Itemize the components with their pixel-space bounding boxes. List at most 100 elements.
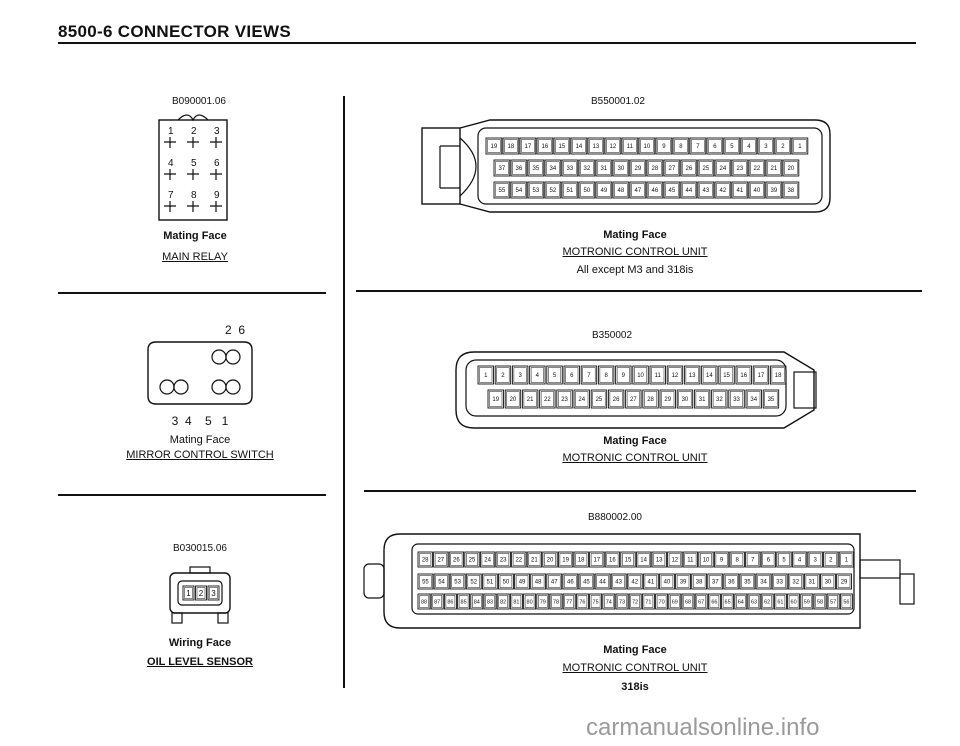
svg-text:2: 2 <box>829 558 833 564</box>
svg-text:25: 25 <box>596 397 603 403</box>
relay-pin-7 <box>164 201 176 212</box>
pin-72: 72 <box>628 593 642 610</box>
pin-9: 9 <box>655 137 673 155</box>
pin-51: 51 <box>481 573 498 590</box>
pin-70: 70 <box>655 593 669 610</box>
pin-88: 88 <box>417 593 431 610</box>
svg-text:4: 4 <box>747 144 751 150</box>
svg-text:84: 84 <box>474 599 480 605</box>
pin-60: 60 <box>787 593 801 610</box>
motronic-2-face: Mating Face <box>603 435 667 447</box>
relay-pin-label-7: 7 <box>168 190 174 201</box>
svg-text:39: 39 <box>680 580 687 586</box>
pin-30: 30 <box>820 573 836 590</box>
svg-text:9: 9 <box>720 558 724 564</box>
svg-text:55: 55 <box>422 580 429 586</box>
motronic-1-face: Mating Face <box>603 229 667 241</box>
svg-text:48: 48 <box>618 188 625 194</box>
svg-text:44: 44 <box>686 188 693 194</box>
pin-57: 57 <box>826 593 840 610</box>
svg-text:8: 8 <box>736 558 740 564</box>
svg-text:42: 42 <box>720 188 727 194</box>
svg-text:40: 40 <box>754 188 761 194</box>
svg-text:34: 34 <box>550 166 557 172</box>
pin-40: 40 <box>748 181 766 199</box>
pin-12: 12 <box>666 365 684 385</box>
divider <box>356 290 922 292</box>
pin-18: 18 <box>502 137 520 155</box>
pin-59: 59 <box>800 593 814 610</box>
mirror-top-pin-labels: 2 6 <box>224 323 245 337</box>
pin-50: 50 <box>578 181 596 199</box>
pin-20: 20 <box>782 159 800 177</box>
svg-text:23: 23 <box>561 397 568 403</box>
svg-text:29: 29 <box>841 580 848 586</box>
svg-text:16: 16 <box>542 144 549 150</box>
motronic-2-code: B350002 <box>592 330 633 341</box>
pin-47: 47 <box>629 181 647 199</box>
svg-text:31: 31 <box>699 397 706 403</box>
pin-54: 54 <box>433 573 450 590</box>
pin-48: 48 <box>530 573 547 590</box>
svg-text:6: 6 <box>713 144 717 150</box>
pin-18: 18 <box>573 551 589 568</box>
svg-text:76: 76 <box>579 599 585 605</box>
pin-1: 1 <box>791 137 809 155</box>
pin-25: 25 <box>697 159 715 177</box>
pin-6: 6 <box>706 137 724 155</box>
svg-text:20: 20 <box>788 166 795 172</box>
relay-pin-label-4: 4 <box>168 158 174 169</box>
svg-text:7: 7 <box>751 558 755 564</box>
svg-text:12: 12 <box>610 144 617 150</box>
svg-text:23: 23 <box>737 166 744 172</box>
pin-3: 3 <box>511 365 529 385</box>
pin-51: 51 <box>561 181 579 199</box>
pin-21: 21 <box>765 159 783 177</box>
pin-3: 3 <box>757 137 775 155</box>
svg-text:15: 15 <box>559 144 566 150</box>
pin-74: 74 <box>602 593 616 610</box>
pin-25: 25 <box>590 389 608 409</box>
svg-text:1: 1 <box>798 144 802 150</box>
svg-text:22: 22 <box>515 558 522 564</box>
svg-text:21: 21 <box>531 558 538 564</box>
pin-7: 7 <box>580 365 598 385</box>
pin-9: 9 <box>615 365 632 385</box>
svg-text:41: 41 <box>737 188 744 194</box>
pin-2: 2 <box>195 585 207 601</box>
pin-7: 7 <box>689 137 707 155</box>
pin-40: 40 <box>659 573 675 590</box>
pin-45: 45 <box>578 573 595 590</box>
svg-text:13: 13 <box>593 144 600 150</box>
svg-text:69: 69 <box>672 599 678 605</box>
pin-55: 55 <box>493 181 511 199</box>
pin-39: 39 <box>675 573 691 590</box>
pin-34: 34 <box>755 573 772 590</box>
svg-text:6: 6 <box>570 373 574 379</box>
pin-24: 24 <box>714 159 732 177</box>
pin-7: 7 <box>745 551 761 568</box>
svg-text:18: 18 <box>578 558 585 564</box>
pin-35: 35 <box>527 159 545 177</box>
svg-text:37: 37 <box>499 166 506 172</box>
column-divider <box>343 96 345 688</box>
pin-10: 10 <box>632 365 649 385</box>
motronic-3-face: Mating Face <box>603 644 667 656</box>
pin-5: 5 <box>776 551 792 568</box>
pin-28: 28 <box>642 389 659 409</box>
svg-text:77: 77 <box>566 599 572 605</box>
svg-text:74: 74 <box>606 599 612 605</box>
pin-86: 86 <box>443 593 457 610</box>
pin-87: 87 <box>430 593 444 610</box>
svg-text:28: 28 <box>647 397 654 403</box>
svg-text:57: 57 <box>830 599 836 605</box>
pin-20: 20 <box>504 389 522 409</box>
svg-text:16: 16 <box>740 373 747 379</box>
svg-text:27: 27 <box>669 166 676 172</box>
svg-text:46: 46 <box>567 580 574 586</box>
pin-48: 48 <box>612 181 630 199</box>
pin-23: 23 <box>731 159 749 177</box>
